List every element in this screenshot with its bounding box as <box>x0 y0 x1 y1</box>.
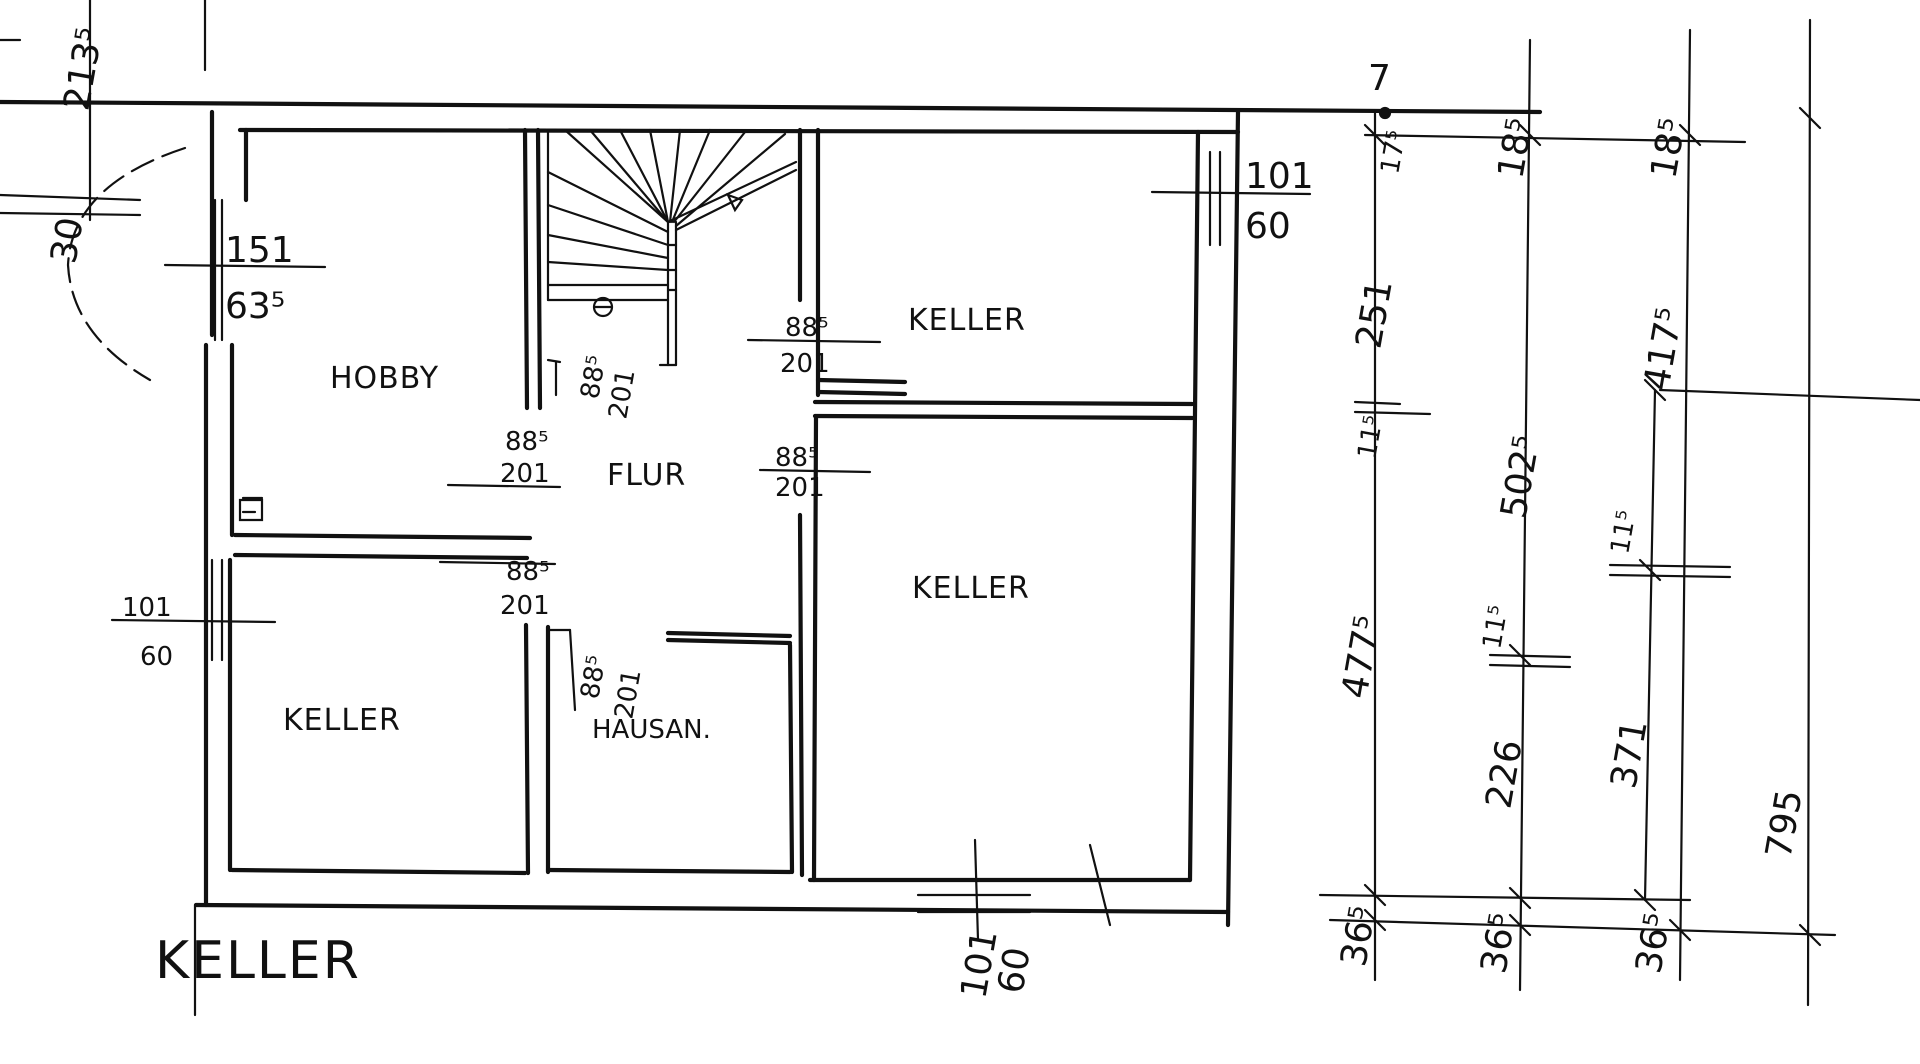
door-keller-left-width: 88⁵ <box>506 557 550 587</box>
window-keller-top-right-height: 60 <box>1245 206 1291 247</box>
window-keller-left-width: 101 <box>122 593 172 623</box>
window-hobby-height: 63⁵ <box>225 286 285 327</box>
room-label-hobby: HOBBY <box>330 361 439 396</box>
window-keller-left-height: 60 <box>140 642 173 672</box>
opening-dimensions: 151 63⁵ 101 60 101 60 101 60 88⁵ 201 88⁵… <box>122 156 1314 1002</box>
room-label-keller-mid-right: KELLER <box>912 571 1030 606</box>
dim-top-marker: 7 <box>1368 58 1391 99</box>
dim-top-left: 213⁵ <box>56 25 111 114</box>
room-labels: HOBBY FLUR KELLER KELLER KELLER HAUSAN. … <box>155 303 1030 991</box>
dim-chain2-0: 18⁵ <box>1490 115 1541 181</box>
dim-chain3-2: 11⁵ <box>1605 508 1642 556</box>
walls <box>0 99 1543 928</box>
door-hausan-height: 201 <box>609 667 647 721</box>
swing-arc <box>66 146 187 382</box>
dim-chain2-4: 36⁵ <box>1473 910 1524 976</box>
dim-chain3-1: 417⁵ <box>1636 305 1691 394</box>
door-hobby-height: 201 <box>500 459 550 489</box>
dim-chain2-1: 502⁵ <box>1493 433 1548 522</box>
room-label-flur: FLUR <box>607 458 686 493</box>
door-keller-top-right-height: 201 <box>780 349 830 379</box>
room-label-keller-top-right: KELLER <box>908 303 1026 338</box>
door-keller-mid-right-height: 201 <box>775 473 825 503</box>
door-keller-mid-right-width: 88⁵ <box>775 443 819 473</box>
window-keller-top-right-width: 101 <box>1245 156 1314 197</box>
dim-chain1-2: 11⁵ <box>1352 413 1389 461</box>
dim-chain2-2: 11⁵ <box>1477 603 1514 651</box>
door-keller-top-right-width: 88⁵ <box>785 313 829 343</box>
dim-chain1-3: 477⁵ <box>1334 613 1389 702</box>
door-hausan-width: 88⁵ <box>575 653 612 701</box>
outer-dimensions: 213⁵ 30 7 17⁵ 251 11⁵ 477⁵ 36⁵ 18⁵ 502⁵ … <box>43 25 1810 977</box>
door-stair-left-width: 88⁵ <box>575 353 612 401</box>
openings <box>110 150 1312 942</box>
room-label-keller-bottom-left: KELLER <box>283 703 401 738</box>
dim-chain1-4: 36⁵ <box>1333 903 1384 969</box>
door-hobby-width: 88⁵ <box>505 427 549 457</box>
dim-chain3-4: 36⁵ <box>1628 910 1679 976</box>
door-keller-left-height: 201 <box>500 591 550 621</box>
dim-overall: 795 <box>1758 787 1810 862</box>
dim-corner-left: 30 <box>43 214 91 266</box>
dim-chain3-0: 18⁵ <box>1643 115 1694 181</box>
window-hobby-width: 151 <box>225 230 294 271</box>
room-label-hausanschluss: HAUSAN. <box>592 715 711 745</box>
staircase <box>546 128 798 367</box>
dim-chain1-1: 251 <box>1348 277 1400 352</box>
dimension-lines <box>0 0 1920 1017</box>
plan-title: KELLER <box>155 931 361 991</box>
window-keller-bottom-height: 60 <box>990 944 1038 996</box>
dim-chain1-0: 17⁵ <box>1375 128 1412 176</box>
